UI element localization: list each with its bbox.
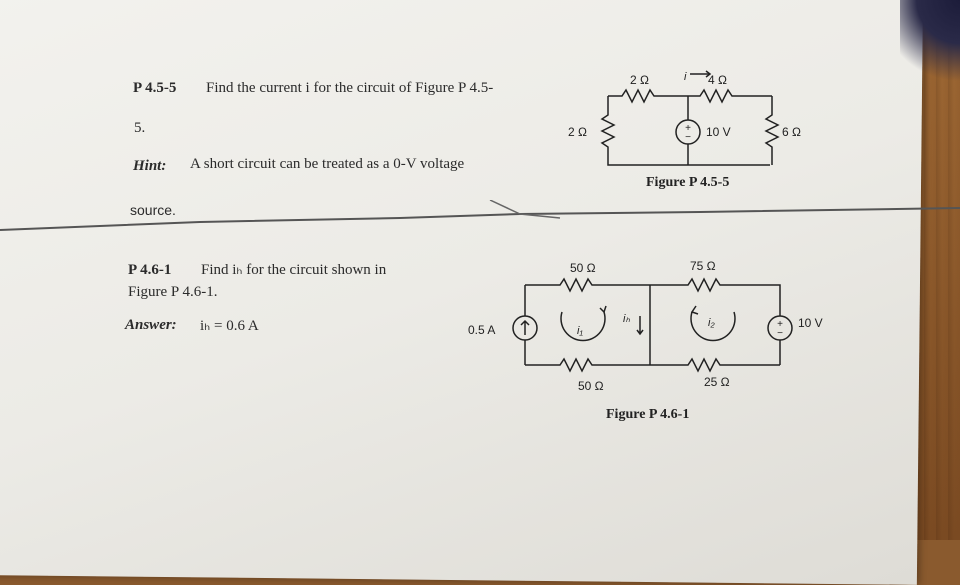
fig2-r-top-left: 50 Ω [570,261,596,275]
problem1-number: P 4.5-5 [133,80,177,96]
svg-text:−: − [685,132,691,143]
problem2-number: P 4.6-1 [128,262,172,278]
fig2-source: 10 V [798,316,823,330]
fig1-r-right: 6 Ω [782,125,801,139]
fig2-r-bottom-right: 25 Ω [704,375,730,389]
fig2-mesh1: i₁ [577,325,583,337]
problem1-hint-label: Hint: [133,158,167,174]
fig1-r-top-left: 2 Ω [630,73,649,87]
problem2-statement: Find iₕ for the circuit shown in [201,262,387,278]
fig2-caption: Figure P 4.6-1 [606,407,689,422]
problem1-statement: Find the current i for the circuit of Fi… [206,80,494,96]
problem1-statement-cont: 5. [134,120,146,136]
svg-text:−: − [777,328,783,339]
problem1-hint-text: A short circuit can be treated as a 0-V … [190,156,465,172]
fig1-caption: Figure P 4.5-5 [646,175,729,190]
dark-object-corner [900,0,960,90]
fig2-mesh2: i₂ [708,317,715,329]
problem2-answer-text: iₕ = 0.6 A [200,318,259,334]
fig1-source: 10 V [706,125,731,139]
fig1-r-left: 2 Ω [568,125,587,139]
problem2-statement-cont: Figure P 4.6-1. [128,284,218,300]
figure-p4-6-1: + − 50 Ω 75 Ω 0.5 A i₁ iₕ i₂ 10 V 50 Ω 2… [468,259,823,422]
fig1-current: i [684,71,687,83]
svg-text:+: + [777,319,783,330]
problem2-answer-label: Answer: [125,317,177,333]
problem1-hint-cont: source. [130,202,176,218]
fig2-r-bottom-left: 50 Ω [578,379,604,393]
fig1-r-top-right: 4 Ω [708,73,727,87]
figure-p4-5-5: + − 2 Ω 4 Ω i 2 Ω 10 V 6 Ω Figure P 4.5-… [568,70,801,190]
fig2-r-top-right: 75 Ω [690,259,716,273]
section-divider [0,200,960,231]
fig2-branch-current: iₕ [623,313,630,325]
svg-text:+: + [685,123,691,134]
fig2-current-source: 0.5 A [468,323,495,337]
